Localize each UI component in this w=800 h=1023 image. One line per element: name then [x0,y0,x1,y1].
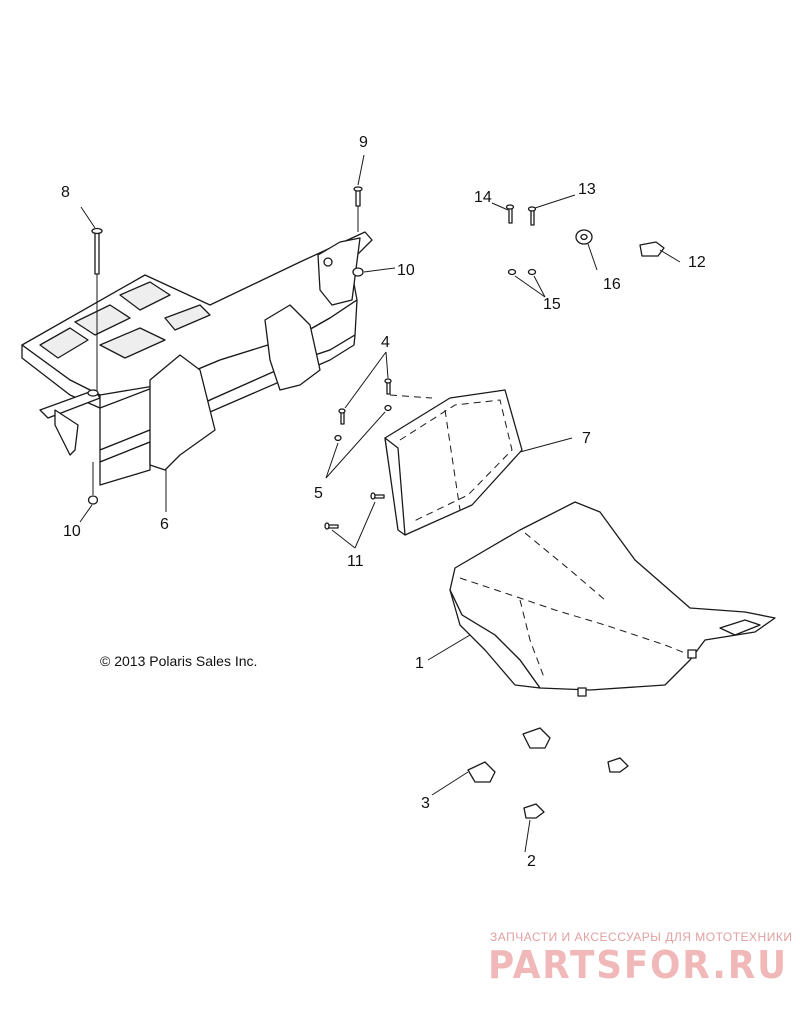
callout-9: 9 [359,134,368,151]
callout-10-top: 10 [397,262,415,279]
callout-11: 11 [347,553,364,570]
callout-5: 5 [314,485,323,502]
callout-7: 7 [582,430,591,447]
callout-10-bottom: 10 [63,523,81,540]
callout-3: 3 [421,795,430,812]
callout-8: 8 [61,184,70,201]
callouts: 1 2 3 4 5 6 7 8 9 10 10 11 12 13 14 15 1… [61,134,706,870]
callout-4: 4 [381,334,390,351]
callout-6: 6 [160,516,169,533]
callout-12: 12 [688,254,706,271]
fastener-part [324,378,433,530]
callout-16: 16 [603,276,621,293]
watermark: ЗАПЧАСТИ И АКСЕССУАРЫ ДЛЯ МОТОТЕХНИКИ PA… [488,930,792,987]
callout-13: 13 [578,181,596,198]
callout-14: 14 [474,189,492,206]
backrest-pad-part [384,389,523,536]
screw-part [505,204,537,226]
rear-rack-part [21,231,373,486]
cap-part [639,241,665,257]
latch-part [467,727,551,783]
callout-15: 15 [543,296,561,313]
clip-part [507,268,537,276]
seat-part [449,501,776,697]
spacer-part [575,229,593,245]
nut-part [87,267,364,505]
copyright-text: © 2013 Polaris Sales Inc. [100,653,257,669]
watermark-tagline: ЗАПЧАСТИ И АКСЕССУАРЫ ДЛЯ МОТОТЕХНИКИ [490,930,792,944]
top-bolt-part [353,186,363,232]
grommet-part [523,757,629,819]
callout-2: 2 [527,853,536,870]
watermark-logo: PARTSFOR.RU [488,943,788,987]
callout-1: 1 [415,655,424,672]
leader-lines [79,154,681,853]
long-bolt-part [87,227,103,397]
